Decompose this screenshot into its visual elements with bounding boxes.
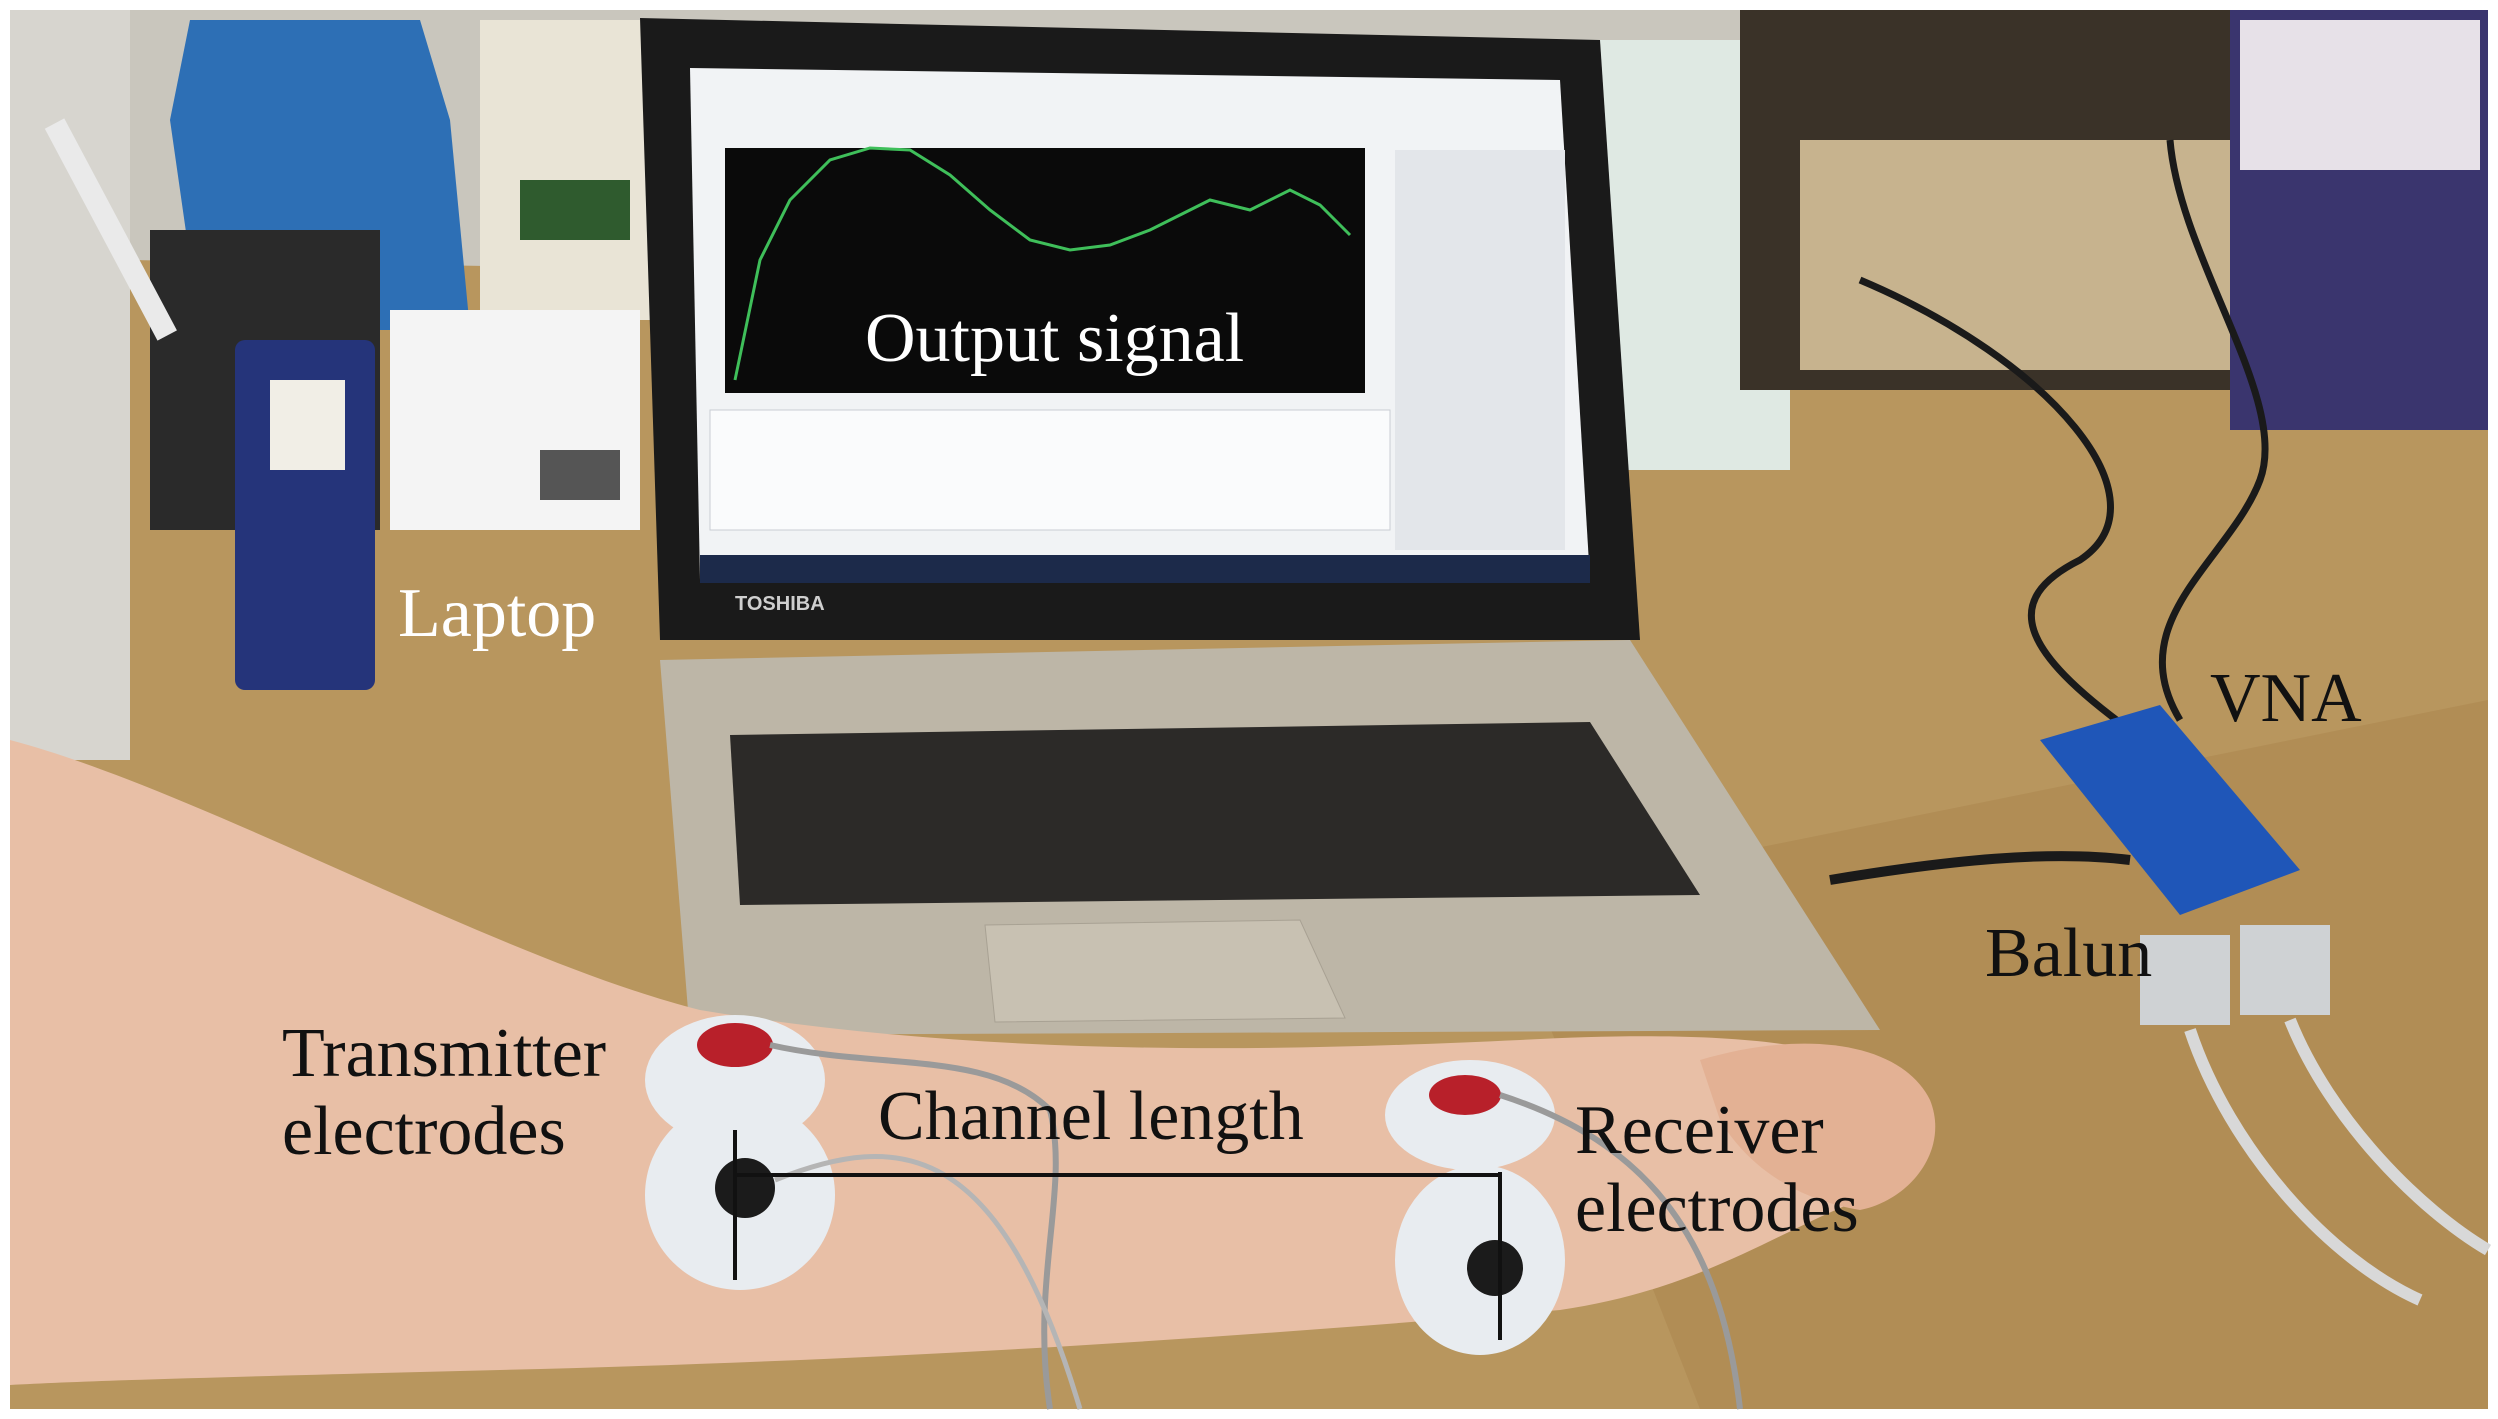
display-taskbar: [700, 555, 1590, 583]
receiver-snap-black: [1467, 1240, 1523, 1296]
vna-cable-right: [2158, 139, 2269, 722]
transmitter-snap-red: [697, 1023, 773, 1067]
balun-cable-left: [2184, 1028, 2423, 1306]
shelf-board: [1800, 140, 2230, 370]
vna-device: [2040, 705, 2300, 915]
balun-label: Balun: [1985, 915, 2153, 992]
laptop-brand: TOSHIBA: [735, 593, 825, 615]
electrode-lead-1: [769, 1042, 1059, 1410]
tape-roll: [270, 380, 345, 470]
usb-cable: [1829, 851, 2131, 885]
receiver-electrodes-label: Receiver electrodes: [1575, 1092, 1859, 1248]
channel-length-label: Channel length: [878, 1078, 1304, 1155]
output-signal-label: Output signal: [865, 300, 1245, 377]
vna-cable: [1858, 276, 2133, 733]
display-plot-area: [725, 148, 1365, 393]
transmitter-label-line1: Transmitter: [282, 1015, 607, 1092]
keyboard: [730, 722, 1700, 905]
transmitter-label-line2: electrodes: [282, 1093, 566, 1170]
pen: [44, 118, 177, 341]
receiver-label-line1: Receiver: [1575, 1092, 1824, 1169]
receiver-label-line2: electrodes: [1575, 1170, 1859, 1247]
receiver-snap-red: [1429, 1075, 1501, 1115]
balun-right: [2240, 925, 2330, 1015]
transmitter-snap-black: [715, 1158, 775, 1218]
transmitter-electrodes-label: Transmitter electrodes: [282, 1015, 606, 1171]
electrode-lead-3: [1499, 1092, 1743, 1410]
receiver-electrode-top: [1385, 1060, 1555, 1170]
laptop-label: Laptop: [398, 575, 597, 652]
hand: [1700, 1043, 1936, 1210]
touchpad: [984, 919, 1346, 1023]
output-signal-trace: [733, 146, 1352, 381]
vna-label: VNA: [2210, 660, 2362, 737]
card-on-stack: [2240, 20, 2480, 170]
balun-cable-right: [2284, 1017, 2492, 1256]
balun-left: [2140, 935, 2230, 1025]
display-table: [709, 409, 1391, 531]
cashmere-box-label: [520, 180, 630, 240]
electrode-box-barcode: [540, 450, 620, 500]
cashmere-box: [480, 20, 660, 320]
display-side-panel: [1395, 150, 1565, 550]
